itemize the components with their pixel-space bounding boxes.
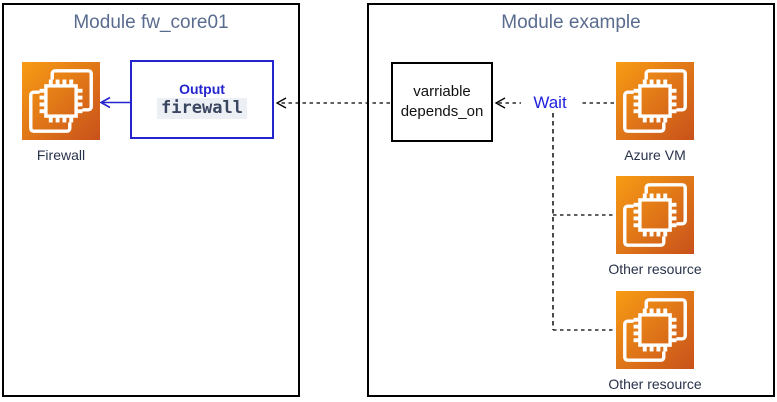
compute-chip-icon	[616, 62, 694, 140]
output-box-title: Output	[179, 81, 225, 97]
variable-depends-on-box: varriable depends_on	[391, 62, 493, 142]
azure-vm-node: Azure VM	[585, 62, 725, 163]
compute-chip-icon	[22, 62, 100, 140]
firewall-label: Firewall	[36, 147, 86, 163]
wait-edge-label: Wait	[521, 92, 579, 113]
variable-box-line2: depends_on	[400, 103, 484, 120]
compute-chip-icon	[616, 176, 694, 254]
azure-vm-label: Azure VM	[624, 147, 686, 163]
other-resource-1-label: Other resource	[608, 261, 702, 277]
output-box-value: firewall	[157, 98, 247, 119]
firewall-node: Firewall	[0, 62, 131, 163]
variable-box-line1: varriable	[413, 83, 471, 100]
other-resource-2-label: Other resource	[608, 376, 702, 392]
module-example-title: Module example	[501, 12, 641, 33]
module-fw-core01-title: Module fw_core01	[73, 12, 229, 33]
compute-chip-icon	[616, 291, 694, 369]
output-firewall-box: Output firewall	[130, 60, 274, 139]
other-resource-1-node: Other resource	[585, 176, 725, 277]
other-resource-2-node: Other resource	[585, 291, 725, 392]
